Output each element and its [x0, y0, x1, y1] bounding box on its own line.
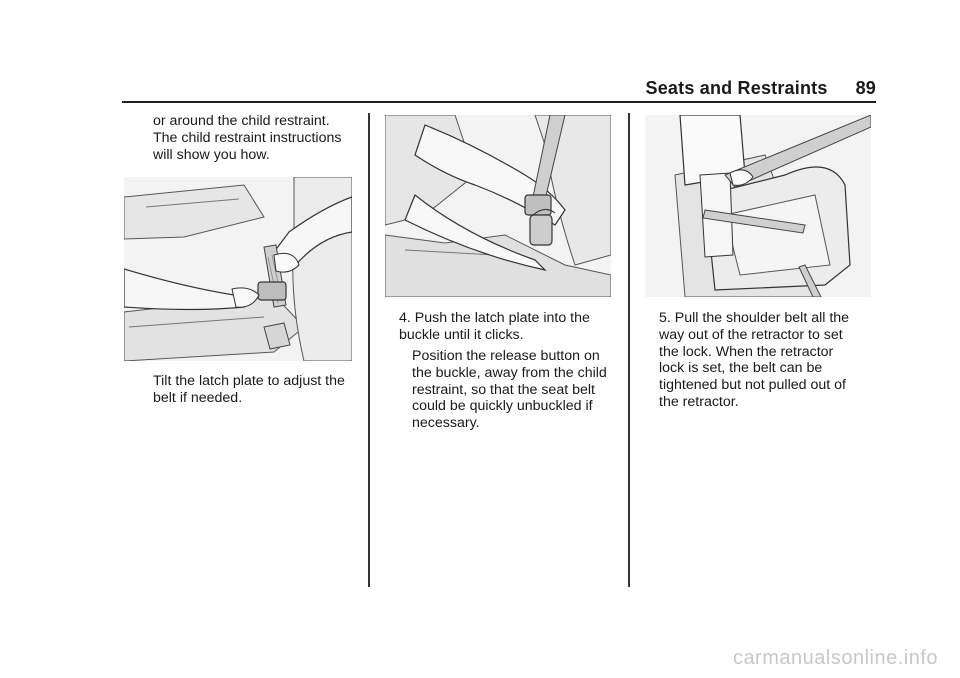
retractor-illustration: [645, 115, 871, 297]
buckle-illustration: [385, 115, 611, 297]
detail-line: restraint, so that the seat belt: [412, 381, 595, 398]
step-4-line: 4. Push the latch plate into the: [399, 310, 590, 326]
detail-line: necessary.: [412, 415, 480, 432]
release-button-paragraph: Position the release button on the buckl…: [412, 348, 607, 432]
step-4-line: buckle until it clicks.: [399, 326, 524, 343]
step-5-paragraph: 5. Pull the shoulder belt all the way ou…: [659, 310, 849, 411]
page-header: Seats and Restraints 89: [646, 78, 877, 99]
step-5-line: way out of the retractor to set: [659, 326, 843, 343]
detail-line: the buckle, away from the child: [412, 364, 607, 381]
caption-line: belt if needed.: [153, 389, 243, 406]
step-5-line: the lock. When the retractor: [659, 343, 834, 360]
column-divider-1: [368, 113, 370, 587]
step-5-line: 5. Pull the shoulder belt all the: [659, 310, 850, 326]
caption-line: Tilt the latch plate to adjust the: [153, 373, 345, 389]
intro-paragraph: or around the child restraint. The child…: [153, 113, 341, 163]
intro-line: The child restraint instructions: [153, 129, 342, 146]
watermark-link[interactable]: carmanualsonline.info: [732, 647, 938, 669]
header-rule: [122, 101, 876, 103]
intro-line: or around the child restraint.: [153, 113, 330, 129]
step-5-line: tightened but not pulled out of: [659, 377, 846, 394]
section-title: Seats and Restraints: [645, 78, 828, 98]
latch-plate-illustration: [124, 177, 352, 361]
page-number: 89: [855, 78, 876, 98]
detail-line: could be quickly unbuckled if: [412, 398, 593, 415]
step-5-line: the retractor.: [659, 393, 739, 410]
caption-paragraph: Tilt the latch plate to adjust the belt …: [153, 373, 345, 407]
intro-line: will show you how.: [153, 146, 270, 163]
column-divider-2: [628, 113, 630, 587]
step-4-paragraph: 4. Push the latch plate into the buckle …: [399, 310, 590, 344]
step-5-line: lock is set, the belt can be: [659, 360, 823, 377]
detail-line: Position the release button on: [412, 348, 600, 364]
